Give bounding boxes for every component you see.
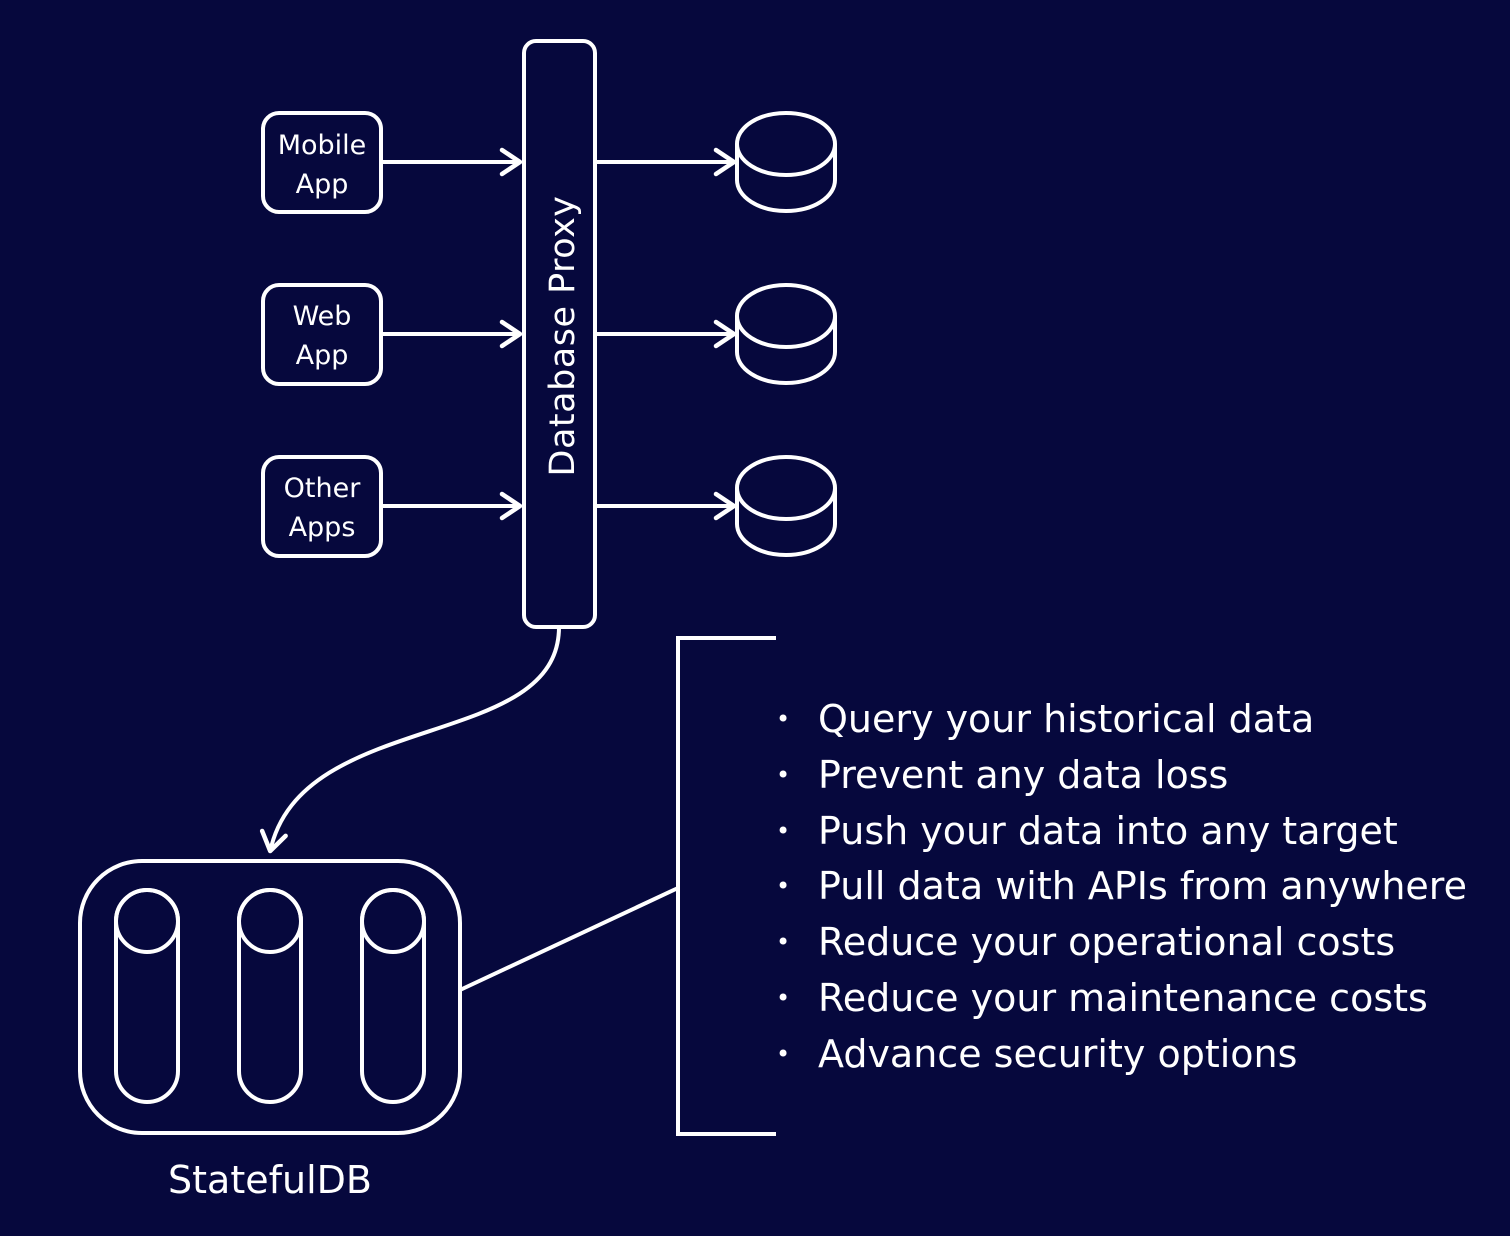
feature-text: Reduce your operational costs xyxy=(818,920,1396,965)
proxy-label: Database Proxy xyxy=(543,195,583,476)
feature-text: Prevent any data loss xyxy=(818,752,1229,797)
database-icon xyxy=(735,283,837,385)
feature-item: •Prevent any data loss xyxy=(776,752,1229,797)
feature-list: •Query your historical data •Prevent any… xyxy=(776,692,1467,1083)
feature-item: •Reduce your maintenance costs xyxy=(776,975,1428,1020)
app-box-other: Other Apps xyxy=(261,455,383,558)
feature-bracket xyxy=(676,636,776,1136)
database-icon xyxy=(735,111,837,213)
connector-line xyxy=(459,886,679,992)
arrow-proxy-to-statefuldb xyxy=(259,626,561,854)
feature-item: •Reduce your operational costs xyxy=(776,920,1396,965)
statefuldb-cluster xyxy=(78,859,462,1135)
app-label-line2: App xyxy=(296,169,349,200)
feature-text: Reduce your maintenance costs xyxy=(818,975,1428,1020)
app-label-line1: Web xyxy=(293,301,352,332)
app-label-line2: App xyxy=(296,340,349,371)
database-icon xyxy=(735,455,837,557)
app-box-mobile: Mobile App xyxy=(261,111,383,214)
app-box-web: Web App xyxy=(261,283,383,386)
feature-item: •Push your data into any target xyxy=(776,808,1398,853)
feature-item: •Pull data with APIs from anywhere xyxy=(776,864,1467,909)
feature-text: Pull data with APIs from anywhere xyxy=(818,864,1467,909)
db-node-icon xyxy=(114,888,180,1104)
feature-text: Query your historical data xyxy=(818,697,1315,741)
feature-text: Push your data into any target xyxy=(818,808,1398,853)
feature-item: •Query your historical data xyxy=(776,697,1315,741)
statefuldb-label: StatefulDB xyxy=(168,1158,372,1202)
database-proxy: Database Proxy xyxy=(522,39,597,629)
app-label-line1: Other xyxy=(284,473,362,504)
app-label-line2: Apps xyxy=(289,512,356,543)
feature-text: Advance security options xyxy=(818,1031,1298,1076)
db-node-icon xyxy=(237,888,303,1104)
db-node-icon xyxy=(360,888,426,1104)
feature-item: •Advance security options xyxy=(776,1031,1298,1076)
app-label-line1: Mobile xyxy=(278,130,367,161)
